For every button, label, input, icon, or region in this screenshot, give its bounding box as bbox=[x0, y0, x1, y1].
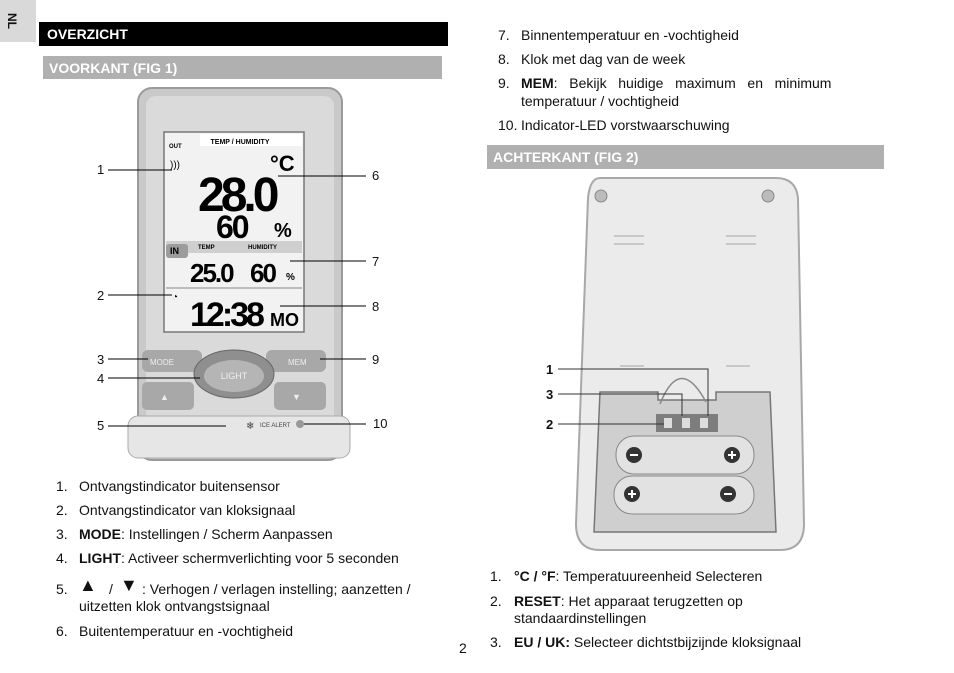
item-text: : Verhogen / verlagen instelling; aanzet… bbox=[142, 581, 411, 597]
mem-button-label: MEM bbox=[288, 358, 307, 367]
item-number: 4. bbox=[56, 550, 68, 566]
lcd-outdoor-percent: % bbox=[274, 220, 292, 242]
callout-6: 6 bbox=[372, 168, 380, 183]
item-text: Selecteer dichtstbijzijnde kloksignaal bbox=[570, 634, 802, 650]
item-number: 1. bbox=[490, 568, 502, 584]
item-text-wrap: °C / °F: Temperatuureenheid Selecteren bbox=[514, 568, 762, 585]
callout-4: 4 bbox=[97, 371, 105, 386]
item-text-wrap: EU / UK: Selecteer dichtstbijzijnde klok… bbox=[514, 634, 801, 651]
callout-9: 9 bbox=[372, 352, 380, 367]
ice-alert-label: ICE ALERT bbox=[260, 423, 291, 429]
subsection-title-text: ACHTERKANT (FIG 2) bbox=[493, 149, 639, 165]
callout-10: 10 bbox=[373, 416, 388, 431]
subsection-title-back: ACHTERKANT (FIG 2) bbox=[487, 145, 884, 169]
lcd-in-humidity-label: HUMIDITY bbox=[248, 245, 277, 251]
item-number: 3. bbox=[56, 526, 68, 542]
item-text: : Instellingen / Scherm Aanpassen bbox=[121, 526, 333, 542]
item-text-line2: standaardinstellingen bbox=[514, 610, 647, 626]
item-text: Buitentemperatuur en -vochtigheid bbox=[79, 623, 294, 639]
item-number: 7. bbox=[498, 27, 510, 43]
item-number: 6. bbox=[56, 623, 68, 639]
item-text: Ontvangstindicator buitensensor bbox=[79, 478, 280, 494]
language-tab: NL bbox=[0, 0, 36, 42]
item-text-wrap: MEM: Bekijk huidige maximum en minimum bbox=[521, 75, 831, 92]
item-number: 8. bbox=[498, 51, 510, 67]
item-bold: EU / UK: bbox=[514, 634, 570, 650]
callout-2: 2 bbox=[97, 288, 105, 303]
up-arrow-icon: ▲ bbox=[160, 392, 169, 402]
item-bold: LIGHT bbox=[79, 550, 121, 566]
back-callout-2: 2 bbox=[546, 417, 554, 432]
item-text: : Temperatuureenheid Selecteren bbox=[555, 568, 763, 584]
lcd-indoor-percent: % bbox=[286, 272, 295, 283]
down-arrow-icon: ▼ bbox=[120, 575, 138, 595]
page-number: 2 bbox=[459, 640, 467, 656]
item-number: 2. bbox=[490, 593, 502, 609]
item-text: : Bekijk huidige maximum en minimum bbox=[553, 75, 832, 91]
item-text: Indicator-LED vorstwaarschuwing bbox=[521, 117, 730, 133]
lcd-outdoor-temp: 28.0 bbox=[198, 169, 278, 222]
item-number: 2. bbox=[56, 502, 68, 518]
item-number: 5. bbox=[56, 581, 68, 597]
item-bold: °C / °F bbox=[514, 568, 556, 584]
item-text-line2: temperatuur / vochtigheid bbox=[521, 93, 679, 109]
lcd-out-label: OUT bbox=[169, 144, 182, 150]
subsection-title-text: VOORKANT (FIG 1) bbox=[49, 59, 178, 76]
lcd-outdoor-temp-unit: °C bbox=[270, 151, 295, 176]
mode-button-label: MODE bbox=[150, 358, 174, 367]
section-title-text: OVERZICHT bbox=[47, 26, 128, 42]
lcd-outdoor-header: TEMP / HUMIDITY bbox=[211, 139, 270, 146]
lcd-in-label: IN bbox=[170, 246, 179, 256]
ice-alert-led bbox=[296, 420, 304, 428]
slash-separator: / bbox=[109, 581, 113, 597]
snowflake-icon: ❄ bbox=[246, 421, 254, 432]
item-text-wrap: MODE: Instellingen / Scherm Aanpassen bbox=[79, 526, 333, 543]
item-text-line2: uitzetten klok ontvangstsignaal bbox=[79, 598, 270, 614]
subsection-title-front: VOORKANT (FIG 1) bbox=[43, 56, 442, 79]
item-number: 9. bbox=[498, 75, 510, 91]
item-number: 10. bbox=[498, 117, 518, 133]
callout-3: 3 bbox=[97, 352, 105, 367]
lcd-in-temp-label: TEMP bbox=[198, 245, 215, 251]
item-number: 3. bbox=[490, 634, 502, 650]
up-arrow-icon: ▲ bbox=[79, 575, 97, 595]
lcd-indoor-temp: 25.0 bbox=[190, 258, 234, 288]
lcd-outdoor-humidity: 60 bbox=[216, 209, 249, 245]
item-text: Binnentemperatuur en -vochtigheid bbox=[521, 27, 739, 43]
callout-8: 8 bbox=[372, 299, 380, 314]
clock-signal-icon: ◔ bbox=[172, 292, 178, 303]
item-text: Ontvangstindicator van kloksignaal bbox=[79, 502, 296, 518]
callout-1: 1 bbox=[97, 162, 105, 177]
item-text: : Activeer schermverlichting voor 5 seco… bbox=[121, 550, 399, 566]
item-text-wrap: LIGHT: Activeer schermverlichting voor 5… bbox=[79, 550, 399, 567]
callout-5: 5 bbox=[97, 418, 105, 433]
item-bold: RESET bbox=[514, 593, 561, 609]
callout-7: 7 bbox=[372, 254, 380, 269]
language-label: NL bbox=[5, 13, 19, 29]
lcd-clock: 12:38 bbox=[190, 296, 264, 334]
item-text-wrap: RESET: Het apparaat terugzetten op bbox=[514, 593, 743, 610]
light-button-label: LIGHT bbox=[221, 371, 248, 381]
lcd-indoor-humidity: 60 bbox=[250, 258, 276, 288]
section-title-overview: OVERZICHT bbox=[39, 22, 448, 46]
item-text: Klok met dag van de week bbox=[521, 51, 686, 67]
back-callout-1: 1 bbox=[546, 362, 554, 377]
down-arrow-icon: ▼ bbox=[292, 392, 301, 402]
back-callout-3: 3 bbox=[546, 387, 554, 402]
item-bold: MODE bbox=[79, 526, 121, 542]
item-text: : Het apparaat terugzetten op bbox=[560, 593, 743, 609]
item-bold: MEM bbox=[521, 75, 554, 91]
item-number: 1. bbox=[56, 478, 68, 494]
front-device-figure: TEMP / HUMIDITY OUT ))) 28.0 °C 60 % IN … bbox=[108, 87, 366, 461]
back-device-figure bbox=[558, 177, 806, 551]
signal-out-icon: ))) bbox=[170, 160, 180, 171]
lcd-day: MO bbox=[270, 310, 299, 330]
